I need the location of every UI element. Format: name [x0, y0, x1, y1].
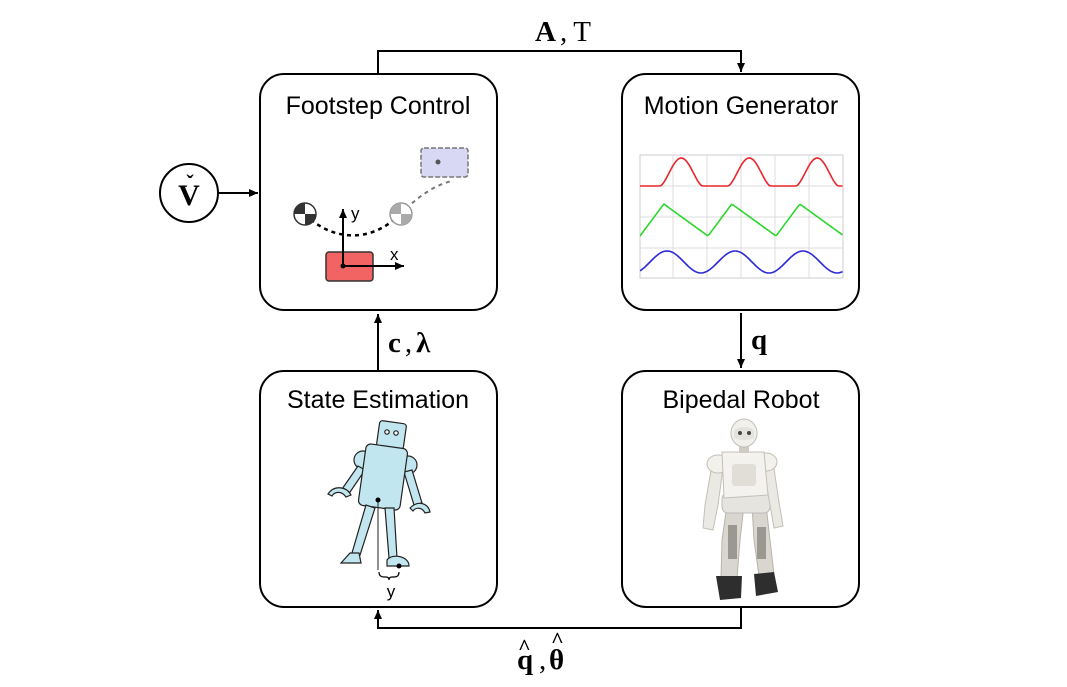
edge-label-right: q: [751, 324, 767, 356]
connections: [218, 50, 745, 629]
footstep-illustration: y x: [293, 147, 469, 282]
bipedal-robot-title: Bipedal Robot: [662, 386, 819, 414]
footstep-control-title: Footstep Control: [286, 92, 471, 120]
svg-text:θ: θ: [549, 644, 564, 676]
svg-text:ˇ: ˇ: [186, 170, 194, 195]
edge-label-bottom: q , θ ^ ^: [517, 627, 564, 676]
svg-text:V: V: [178, 179, 200, 212]
edge-label-left: c,λ: [388, 327, 431, 359]
svg-text:,: ,: [539, 644, 546, 676]
offset-brace-icon: [378, 571, 400, 581]
block-state-estimation: State Estimation: [259, 370, 498, 608]
com-marker-right-icon: [389, 202, 413, 226]
edge-robot-to-state: [374, 607, 742, 629]
edge-label-top: A,T: [535, 16, 591, 48]
com-marker-left-icon: [293, 202, 317, 226]
waveform-middle-line: [640, 203, 843, 237]
svg-text:^: ^: [551, 627, 564, 652]
waveform-top-line: [640, 157, 843, 187]
edge-footstep-to-motion: [377, 50, 745, 73]
block-bipedal-robot: Bipedal Robot: [621, 370, 860, 608]
motion-generator-title: Motion Generator: [644, 92, 839, 120]
block-footstep-control: Footstep Control: [259, 73, 498, 311]
axes-icon: y x: [339, 204, 404, 270]
robot-sketch-icon: [327, 420, 431, 567]
state-estimation-title: State Estimation: [287, 386, 469, 414]
waveform-plot: [639, 154, 844, 279]
humanoid-robot-image: [702, 418, 784, 600]
svg-text:q: q: [517, 644, 533, 676]
offset-label: y: [387, 582, 396, 601]
block-motion-generator: Motion Generator: [621, 73, 860, 311]
waveform-bottom-line: [640, 250, 843, 274]
svg-text:y: y: [351, 204, 360, 223]
input-velocity-node: V ˇ: [159, 163, 219, 223]
target-foot-icon: [420, 147, 469, 178]
svg-text:^: ^: [518, 634, 531, 659]
svg-text:x: x: [390, 245, 399, 264]
